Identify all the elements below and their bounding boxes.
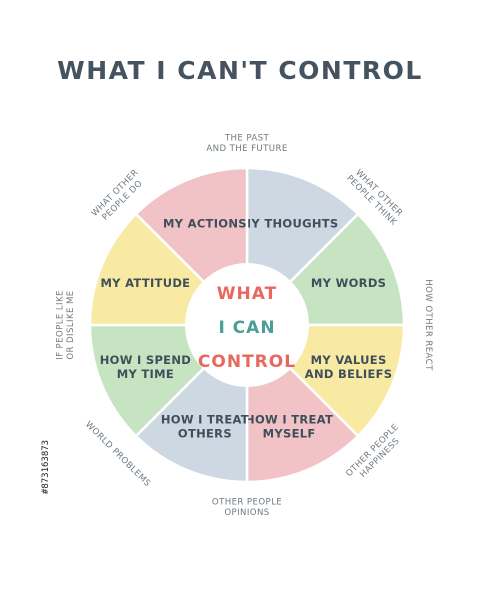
segment-label: MY THOUGHTS [240, 216, 339, 230]
page-title: WHAT I CAN'T CONTROL [57, 56, 423, 85]
center-label: I CAN [218, 318, 275, 338]
svg-text:HOW OTHER REACT: HOW OTHER REACT [423, 279, 433, 371]
center-label: WHAT [217, 284, 277, 304]
svg-text:IF PEOPLE LIKEOR DISLIKE ME: IF PEOPLE LIKEOR DISLIKE ME [56, 290, 76, 360]
outer-label: HOW OTHER REACT [423, 279, 433, 371]
center-text: WHAT I CAN CONTROL [198, 284, 296, 372]
outer-label: IF PEOPLE LIKEOR DISLIKE ME [56, 290, 76, 360]
center-label: CONTROL [198, 352, 296, 372]
segment-label: MY ACTIONS [163, 216, 247, 230]
segment-label: MY WORDS [311, 276, 386, 290]
center-circle [185, 263, 309, 387]
side-code: #873163873 [41, 439, 51, 495]
segment-label: MY ATTITUDE [100, 276, 190, 290]
